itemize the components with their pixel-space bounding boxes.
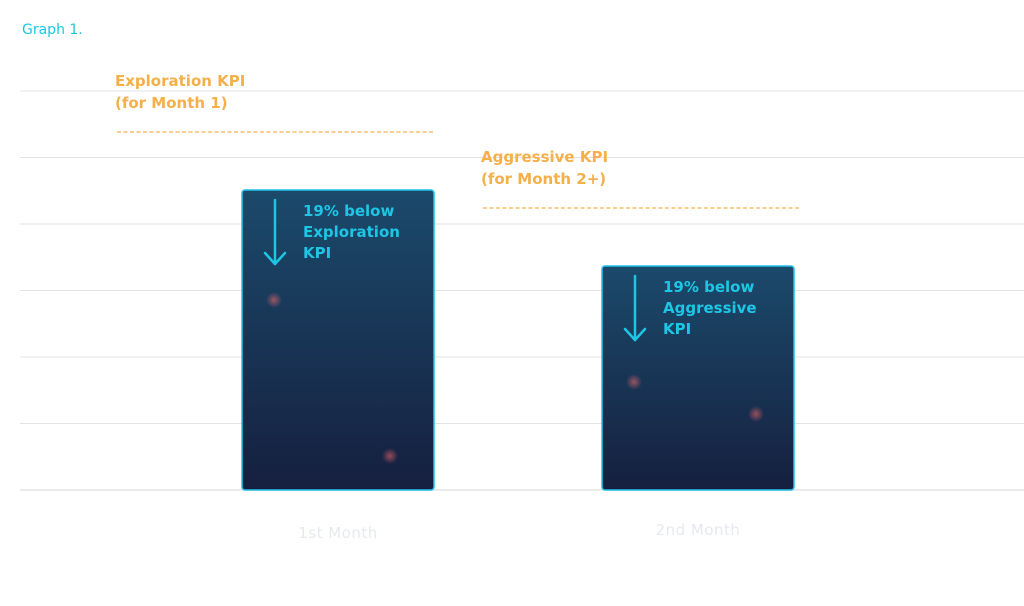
bar-annotation: 19% below xyxy=(303,202,394,220)
bar-rect xyxy=(241,189,435,491)
kpi-label: (for Month 1) xyxy=(115,94,228,112)
kpi-label: (for Month 2+) xyxy=(481,170,606,188)
bar-rect xyxy=(601,265,795,491)
category-label: 1st Month xyxy=(298,524,378,542)
glow-dot xyxy=(626,374,642,390)
bar-annotation: KPI xyxy=(303,244,331,262)
bar-annotation: Exploration xyxy=(303,223,400,241)
glow-dot xyxy=(382,448,398,464)
category-label: 2nd Month xyxy=(656,521,741,539)
glow-dot xyxy=(266,292,282,308)
bar-annotation: Aggressive xyxy=(663,299,757,317)
down-arrow-head-icon xyxy=(263,251,287,266)
graph-label: Graph 1. xyxy=(22,22,83,38)
bar-annotation: 19% below xyxy=(663,278,754,296)
bar-annotation: KPI xyxy=(663,320,691,338)
kpi-label: Aggressive KPI xyxy=(481,148,608,166)
down-arrow-head-icon xyxy=(623,327,647,342)
glow-dot xyxy=(748,406,764,422)
kpi-label: Exploration KPI xyxy=(115,72,245,90)
